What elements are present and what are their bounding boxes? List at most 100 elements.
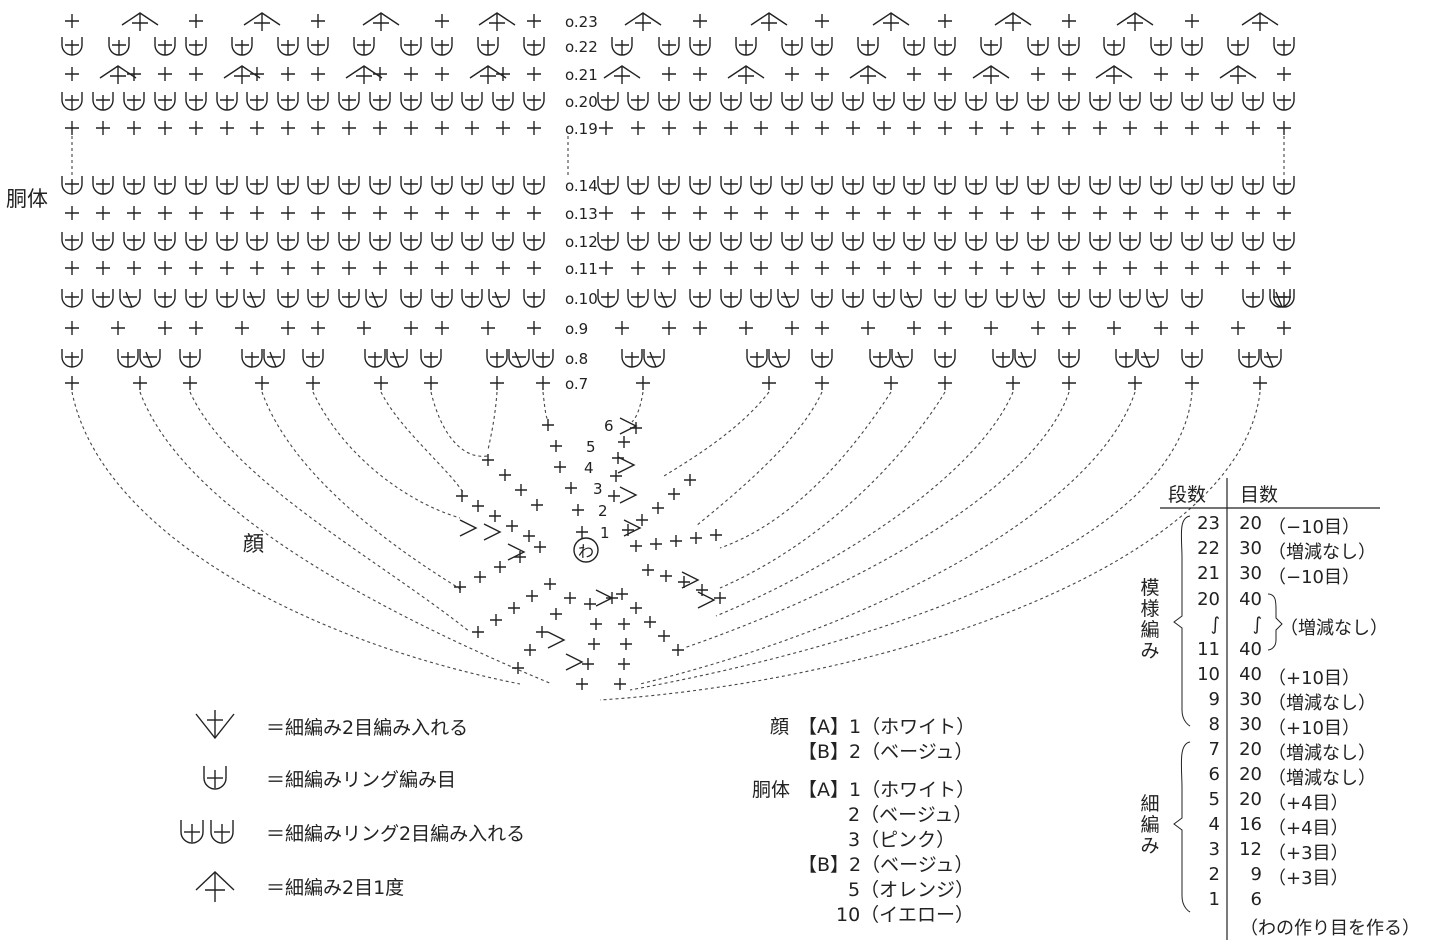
- sc-ring-stitch: [477, 37, 499, 56]
- sc-ring-stitch: [1260, 349, 1282, 368]
- sc-stitch: [189, 261, 203, 275]
- sc2tog-stitch: [1219, 65, 1257, 84]
- sc-stitch: [127, 261, 141, 275]
- sc-stitch: [1031, 121, 1045, 135]
- sc-ring-stitch: [873, 289, 895, 308]
- sc-ring-stitch: [842, 232, 864, 251]
- sc-ring-stitch: [903, 92, 925, 111]
- sc-ring-stitch: [746, 349, 768, 368]
- sc-stitch: [1185, 206, 1199, 220]
- sc-stitch: [311, 206, 325, 220]
- sc-stitch: [96, 206, 110, 220]
- sc-ring-stitch: [139, 349, 161, 368]
- sc-ring-stitch: [486, 349, 508, 368]
- sc-stitch: [642, 564, 654, 576]
- increase-stitch: [547, 631, 566, 649]
- sc-ring-stitch: [934, 37, 956, 56]
- sc2tog-stitch: [469, 65, 507, 84]
- sc-ring-stitch: [934, 232, 956, 251]
- sc-stitch: [582, 658, 594, 670]
- sc-ring-stitch: [243, 289, 265, 308]
- sc-stitch: [1154, 321, 1168, 335]
- sc-ring-stitch: [154, 289, 176, 308]
- sc-ring-stitch: [277, 92, 299, 111]
- sc-stitch: [527, 261, 541, 275]
- sc-stitch: [590, 618, 602, 630]
- sc-ring-stitch: [216, 232, 238, 251]
- sc-ring-stitch: [61, 232, 83, 251]
- sc-stitch: [938, 261, 952, 275]
- sc-stitch: [615, 321, 629, 335]
- sc-ring-stitch: [842, 92, 864, 111]
- guide-line: [312, 391, 461, 519]
- sc-stitch: [660, 570, 672, 582]
- sc-ring-stitch: [750, 176, 772, 195]
- table-row-note: （+3目）: [1268, 868, 1349, 889]
- sc-ring-stitch: [1150, 92, 1172, 111]
- sc-stitch: [1215, 121, 1229, 135]
- sc-stitch: [658, 630, 670, 642]
- sc-stitch: [754, 121, 768, 135]
- table-row-count: 9: [1250, 864, 1262, 885]
- sc-stitch: [610, 470, 622, 482]
- sc-ring-stitch: [1089, 232, 1111, 251]
- sc-stitch: [514, 551, 526, 563]
- sc-stitch: [1123, 206, 1137, 220]
- legend-item: ＝細編みリング2目編み入れる: [170, 812, 525, 852]
- table-row-num: 22: [1197, 538, 1220, 559]
- sc-ring-stitch: [179, 349, 201, 368]
- sc-stitch: [465, 261, 479, 275]
- table-row-num: 6: [1208, 764, 1220, 785]
- table-row-num: 23: [1197, 513, 1220, 534]
- sc-ring-stitch: [750, 289, 772, 308]
- sc-stitch: [1246, 206, 1260, 220]
- sc-ring-stitch: [965, 92, 987, 111]
- sc-stitch: [373, 206, 387, 220]
- sc-stitch: [710, 529, 722, 541]
- sc-ring-stitch: [597, 92, 619, 111]
- sc-stitch: [1185, 67, 1199, 81]
- sc-stitch: [662, 321, 676, 335]
- table-row-num: 8: [1208, 714, 1220, 735]
- sc2tog-stitch: [478, 12, 516, 31]
- increase-stitch: [483, 523, 502, 541]
- sc-stitch: [1154, 121, 1168, 135]
- sc-ring-stitch: [1119, 289, 1141, 308]
- sc-stitch: [481, 321, 495, 335]
- sc2tog-stitch: [849, 65, 887, 84]
- sc-ring-stitch: [689, 37, 711, 56]
- sc-stitch: [506, 520, 518, 532]
- sc-stitch: [636, 376, 650, 390]
- sc-stitch: [435, 261, 449, 275]
- table-row-count: 12: [1239, 839, 1262, 860]
- sc-stitch: [472, 500, 484, 512]
- sc-ring-stitch: [1089, 289, 1111, 308]
- sc-ring-stitch: [777, 289, 799, 308]
- table-row-count: 20: [1239, 513, 1262, 534]
- sc-stitch: [785, 67, 799, 81]
- sc-ring-stitch: [108, 37, 130, 56]
- sc-stitch: [785, 321, 799, 335]
- sc-stitch: [189, 67, 203, 81]
- legend-text: ＝細編みリング編み目: [266, 768, 457, 791]
- sc-stitch: [693, 14, 707, 28]
- sc-stitch: [846, 206, 860, 220]
- sc-ring-stitch: [338, 92, 360, 111]
- two-sc-in-one-icon: [170, 706, 260, 746]
- sc-ring-stitch: [781, 176, 803, 195]
- sc-stitch: [662, 261, 676, 275]
- group-pattern: 模様編み: [1140, 577, 1160, 662]
- sc-ring-stitch: [307, 232, 329, 251]
- sc-stitch: [527, 206, 541, 220]
- sc-stitch: [1123, 261, 1137, 275]
- table-footnote: （わの作り目を作る）: [1240, 918, 1420, 939]
- sc-stitch: [815, 67, 829, 81]
- sc-ring-stitch: [658, 37, 680, 56]
- sc-stitch: [815, 121, 829, 135]
- table-row-num: 7: [1208, 739, 1220, 760]
- sc-stitch: [65, 321, 79, 335]
- sc-ring-stitch: [461, 176, 483, 195]
- sc-ring-stitch: [216, 176, 238, 195]
- sc-stitch: [815, 261, 829, 275]
